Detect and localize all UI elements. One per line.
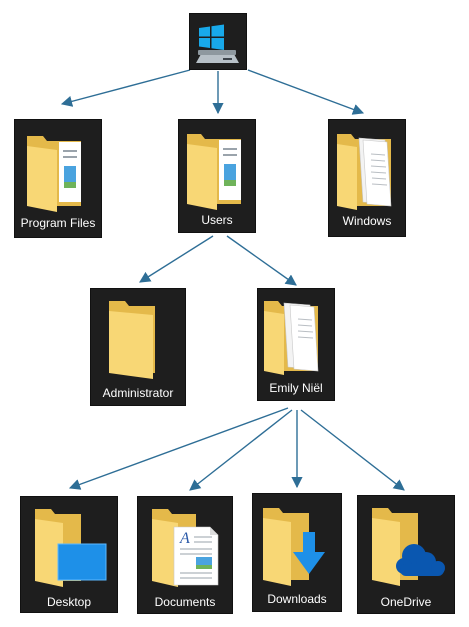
folder-with-files-icon	[187, 134, 241, 210]
folder-label: Windows	[342, 214, 392, 228]
arrow-emily-to-documents	[189, 409, 293, 491]
folder-icon	[109, 301, 155, 379]
users-folder[interactable]: Users	[179, 120, 255, 232]
folder-with-documents-icon	[264, 301, 319, 375]
desktop-folder-icon	[35, 509, 107, 587]
downloads-folder-icon	[263, 508, 325, 586]
onedrive-folder-icon	[372, 508, 445, 586]
arrow-users-to-administrator	[139, 235, 214, 283]
folder-with-documents-icon	[337, 134, 392, 210]
folder-label: Users	[201, 213, 233, 227]
folder-label: Documents	[154, 595, 216, 609]
folder-label: Downloads	[267, 592, 327, 606]
arrow-emily-to-onedrive	[300, 409, 405, 491]
downloads-folder[interactable]: Downloads	[253, 494, 341, 611]
arrow-emily-to-desktop	[68, 407, 289, 490]
administrator-folder[interactable]: Administrator	[91, 289, 185, 405]
program-files-folder[interactable]: Program Files	[15, 120, 101, 237]
folder-label: Administrator	[102, 386, 174, 400]
windows-folder[interactable]: Windows	[329, 120, 405, 236]
folder-label: Desktop	[46, 595, 92, 609]
system-drive-icon	[196, 24, 239, 63]
arrow-root-to-program-files	[60, 69, 191, 107]
folder-with-files-icon	[27, 136, 81, 212]
system-drive-node[interactable]	[190, 14, 246, 69]
emily-niel-folder[interactable]: Emily Niël	[258, 289, 334, 400]
letter-a-glyph: A	[179, 530, 190, 547]
folder-label: Program Files	[20, 216, 96, 230]
documents-folder-icon: A	[152, 509, 219, 587]
desktop-folder[interactable]: Desktop	[21, 497, 117, 612]
folder-label: Emily Niël	[269, 381, 323, 395]
documents-folder[interactable]: A Documents	[138, 497, 232, 613]
arrow-users-to-emily	[226, 235, 297, 286]
onedrive-folder[interactable]: OneDrive	[358, 496, 454, 613]
arrow-root-to-windows	[247, 69, 365, 115]
folder-label: OneDrive	[380, 595, 432, 609]
